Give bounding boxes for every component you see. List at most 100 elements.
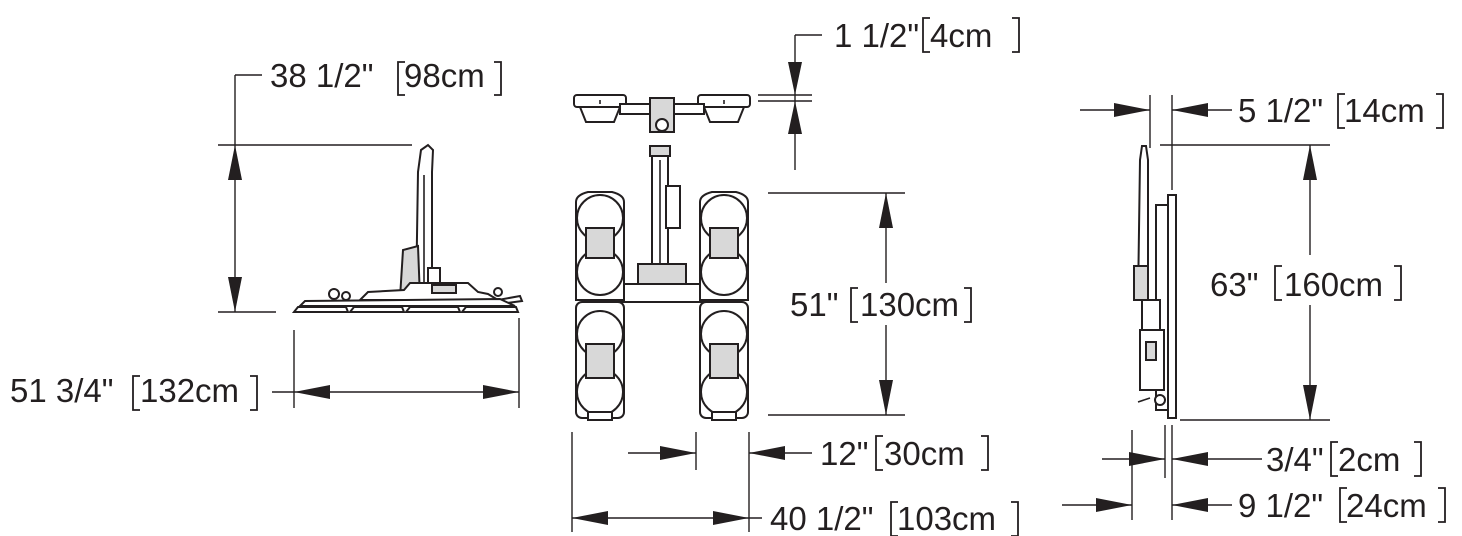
top-view xyxy=(573,94,751,133)
arrowhead xyxy=(788,101,802,134)
bracket-close xyxy=(1012,17,1020,53)
front-box-left-1 xyxy=(585,227,615,259)
dim-profile-top-metric: 14cm xyxy=(1344,92,1425,129)
arrowhead xyxy=(294,385,330,399)
bracket-open xyxy=(875,435,883,471)
arrowhead xyxy=(1096,498,1132,512)
dim-profile-height-imperial: 63" xyxy=(1210,266,1258,303)
side-pad-2 xyxy=(347,306,406,313)
dim-side-width: 38 1/2" 98cm xyxy=(218,57,502,313)
dim-side-width-imperial: 38 1/2" xyxy=(270,57,373,94)
dim-profile-top: 5 1/2" 14cm xyxy=(1080,92,1444,190)
dim-front-width: 40 1/2" 103cm xyxy=(572,500,1019,536)
side-knob-1 xyxy=(328,288,340,300)
front-box-right-1 xyxy=(709,227,739,259)
dim-profile-depth-imperial: 9 1/2" xyxy=(1238,487,1323,524)
front-foot-left xyxy=(587,411,613,421)
front-mast-cap xyxy=(649,145,671,157)
front-box-right-2 xyxy=(709,343,739,379)
bracket-close xyxy=(1436,93,1444,129)
arrowhead xyxy=(1172,498,1208,512)
arrowhead xyxy=(228,145,242,180)
arrowhead xyxy=(713,511,749,525)
arrowhead xyxy=(788,62,802,95)
profile-pad-stack xyxy=(1167,194,1177,419)
bracket-open xyxy=(132,375,140,411)
bracket-close xyxy=(1394,265,1402,301)
front-hub xyxy=(637,263,687,285)
side-pad-4 xyxy=(459,306,520,313)
bracket-close xyxy=(1414,441,1422,477)
side-knob-3 xyxy=(493,287,503,297)
dim-profile-depth: 9 1/2" 24cm xyxy=(1062,430,1446,524)
dim-top-thickness-imperial: 1 1/2" xyxy=(834,17,919,54)
side-view xyxy=(291,143,524,313)
front-view xyxy=(575,145,749,421)
profile-knob xyxy=(1154,394,1166,406)
dim-profile-pad: 3/4" 2cm xyxy=(1102,425,1422,520)
front-box-left-2 xyxy=(585,343,615,379)
side-pad-1 xyxy=(291,306,350,313)
bracket-open xyxy=(1339,487,1347,523)
arrowhead xyxy=(1303,385,1317,420)
side-frame xyxy=(297,297,516,307)
profile-actuator xyxy=(1145,341,1157,361)
dim-profile-pad-metric: 2cm xyxy=(1338,441,1400,478)
dim-side-length-metric: 132cm xyxy=(140,372,239,409)
arrowhead xyxy=(1114,103,1150,117)
dim-top-thickness: 1 1/2" 4cm xyxy=(758,17,1020,170)
profile-handle xyxy=(1137,397,1151,403)
side-knob-2 xyxy=(341,291,351,301)
arrowhead xyxy=(879,380,893,415)
side-pad-3 xyxy=(403,306,462,313)
side-carriage xyxy=(357,282,502,301)
dim-side-length-imperial: 51 3/4" xyxy=(10,372,113,409)
bracket-close xyxy=(1011,501,1019,536)
bracket-close xyxy=(981,435,989,471)
arrowhead xyxy=(483,385,519,399)
profile-column xyxy=(1133,265,1149,301)
arrowhead xyxy=(660,446,696,460)
bracket-close xyxy=(964,287,972,323)
dim-front-height-imperial: 51" xyxy=(790,286,838,323)
dim-side-length: 51 3/4" 132cm xyxy=(10,318,520,411)
dim-front-gap: 12" 30cm xyxy=(571,432,989,532)
bracket-open xyxy=(397,61,405,96)
bracket-open xyxy=(922,17,930,53)
dim-profile-height-metric: 160cm xyxy=(1284,266,1383,303)
dim-front-height-metric: 130cm xyxy=(860,286,959,323)
arrowhead xyxy=(572,511,608,525)
front-actuator xyxy=(665,185,681,229)
top-cup-left xyxy=(578,106,622,123)
arrowhead xyxy=(1303,145,1317,180)
profile-block-1 xyxy=(1141,299,1161,331)
arrowhead xyxy=(1172,103,1208,117)
dim-profile-height: 63" 160cm xyxy=(1160,144,1402,421)
dim-side-width-metric: 98cm xyxy=(404,57,485,94)
dim-profile-top-imperial: 5 1/2" xyxy=(1238,92,1323,129)
front-foot-right xyxy=(711,411,737,421)
bracket-open xyxy=(890,501,898,536)
arrowhead xyxy=(228,277,242,312)
bracket-close xyxy=(494,61,502,96)
dim-profile-pad-imperial: 3/4" xyxy=(1266,441,1324,478)
dim-profile-depth-metric: 24cm xyxy=(1346,487,1427,524)
dim-front-gap-metric: 30cm xyxy=(884,435,965,472)
dim-front-width-metric: 103cm xyxy=(897,500,996,536)
dim-front-width-imperial: 40 1/2" xyxy=(770,500,873,536)
dim-front-gap-imperial: 12" xyxy=(820,435,868,472)
arrowhead xyxy=(749,446,785,460)
dim-top-thickness-metric: 4cm xyxy=(930,17,992,54)
bracket-close xyxy=(1438,487,1446,523)
bracket-close xyxy=(250,375,258,411)
bracket-open xyxy=(1337,93,1345,129)
arrowhead xyxy=(879,193,893,228)
side-carriage-box xyxy=(431,284,457,294)
bracket-open xyxy=(1330,441,1338,477)
dim-front-height: 51" 130cm xyxy=(768,192,972,416)
top-cup-right xyxy=(702,106,746,123)
arrowhead xyxy=(1172,452,1208,466)
bracket-open xyxy=(850,287,858,323)
